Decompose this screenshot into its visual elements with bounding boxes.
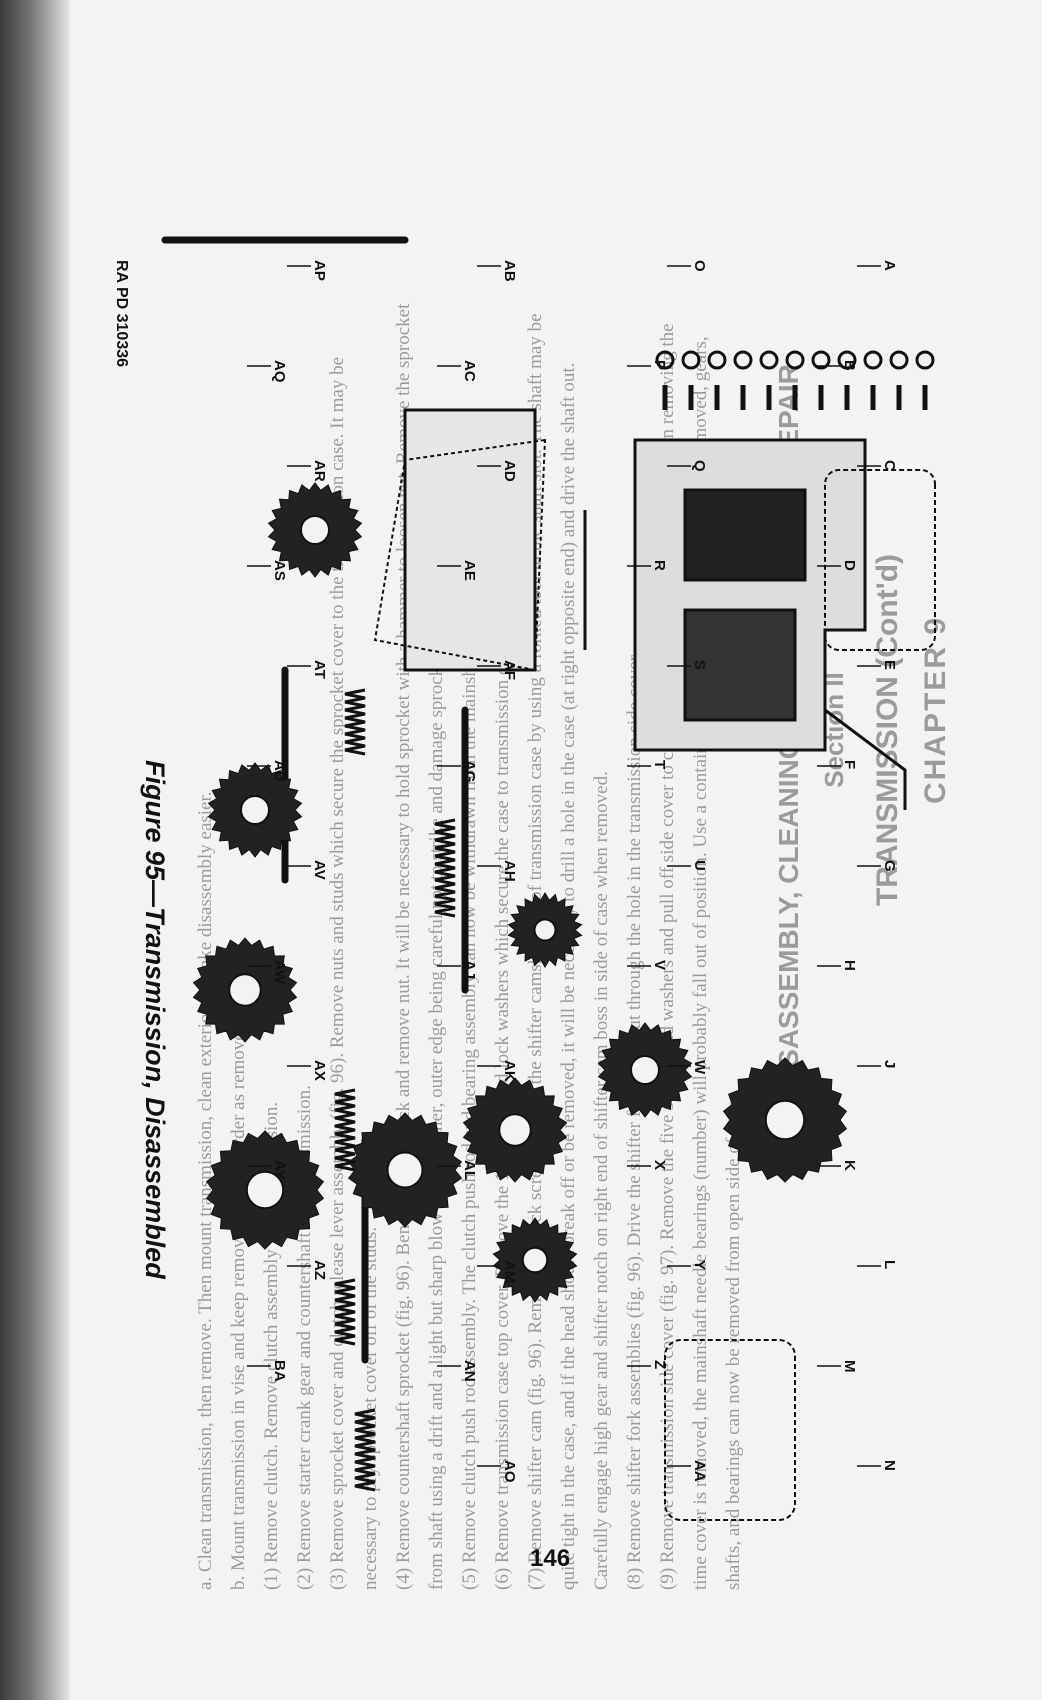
part-label: AM	[501, 1260, 518, 1283]
washer	[889, 350, 909, 370]
part-label: AS	[271, 560, 288, 581]
book-binding-shadow	[0, 0, 70, 1700]
transmission-diagram-svg: ABCDEFGHJKLMNOPQRSTUVWXYZAAABACADAEAFAGA…	[161, 236, 936, 1521]
part-label: AH	[501, 860, 518, 882]
part-label: AW	[271, 960, 288, 985]
part-label: AV	[311, 860, 328, 880]
part-label: O	[691, 260, 708, 272]
part-label: N	[881, 1460, 898, 1471]
washer	[863, 350, 883, 370]
part-label: AR	[311, 460, 328, 482]
part-label: AG	[461, 760, 478, 783]
part-label: Z	[651, 1360, 668, 1369]
gear	[207, 762, 303, 858]
washer	[785, 350, 805, 370]
spring	[434, 818, 456, 918]
part-label: C	[881, 460, 898, 471]
part-label: S	[691, 660, 708, 670]
part-label: B	[841, 360, 858, 371]
washer	[733, 350, 753, 370]
gear	[347, 1112, 463, 1228]
part-label: U	[691, 860, 708, 871]
part-label: AA	[691, 1460, 708, 1482]
part-label: AL	[461, 1160, 478, 1180]
screw-set	[655, 350, 935, 410]
part-label: Y	[691, 1260, 708, 1270]
part-label: V	[651, 960, 668, 970]
part-label: F	[841, 760, 858, 769]
part-label: A	[881, 260, 898, 271]
part-label: K	[841, 1160, 858, 1171]
part-label: H	[841, 960, 858, 971]
part-label: AT	[311, 660, 328, 679]
spring	[334, 1088, 356, 1172]
part-label: AY	[271, 1160, 288, 1179]
part-label: M	[841, 1360, 858, 1373]
washer	[811, 350, 831, 370]
washer	[759, 350, 779, 370]
part-label: AK	[501, 1060, 518, 1082]
gear-set	[192, 482, 848, 1303]
part-label: BA	[271, 1360, 288, 1382]
part-label: AF	[501, 660, 518, 680]
part-label: Q	[691, 460, 708, 472]
spring	[354, 1408, 376, 1492]
part-label: AZ	[311, 1260, 328, 1280]
spring-set	[334, 688, 456, 1492]
part-label-layer: ABCDEFGHJKLMNOPQRSTUVWXYZAAABACADAEAFAGA…	[247, 260, 898, 1483]
part-label: T	[651, 760, 668, 769]
part-label: P	[651, 360, 668, 370]
part-label: D	[841, 560, 858, 571]
part-label: AJ	[461, 960, 478, 979]
part-label: AP	[311, 260, 328, 281]
spring	[344, 688, 366, 756]
part-label: AB	[501, 260, 518, 282]
rotated-page-body: CHAPTER 9 TRANSMISSION (Cont'd) Section …	[65, 110, 965, 1610]
gear	[192, 937, 298, 1043]
gear	[205, 1130, 325, 1250]
gear	[507, 892, 583, 968]
part-label: W	[691, 1060, 708, 1075]
part-label: AQ	[271, 360, 288, 383]
gear	[597, 1022, 693, 1118]
gear	[267, 482, 363, 578]
figure-caption: Figure 95—Transmission, Disassembled	[140, 760, 170, 1279]
page-number: 146	[530, 1545, 571, 1572]
washer	[915, 350, 935, 370]
part-label: R	[651, 560, 668, 571]
washer	[681, 350, 701, 370]
spring	[334, 1278, 356, 1346]
figure-reference-code: RA PD 310336	[113, 260, 130, 368]
gear	[722, 1057, 848, 1183]
washer	[707, 350, 727, 370]
part-label: AO	[501, 1460, 518, 1483]
washer	[655, 350, 675, 370]
part-label: AU	[271, 760, 288, 782]
part-label: AX	[311, 1060, 328, 1081]
part-label: AN	[461, 1360, 478, 1382]
gear	[492, 1217, 578, 1303]
part-label: G	[881, 860, 898, 872]
part-label: AD	[501, 460, 518, 482]
gasket	[373, 438, 936, 1521]
part-label: J	[881, 1060, 898, 1068]
gear	[462, 1077, 568, 1183]
part-label: X	[651, 1160, 668, 1170]
part-label: E	[881, 660, 898, 670]
part-label: L	[881, 1260, 898, 1269]
part-label: AC	[461, 360, 478, 382]
washer	[837, 350, 857, 370]
part-label: AE	[461, 560, 478, 581]
transmission-case	[403, 408, 907, 810]
scanned-page: CHAPTER 9 TRANSMISSION (Cont'd) Section …	[70, 0, 1042, 1700]
